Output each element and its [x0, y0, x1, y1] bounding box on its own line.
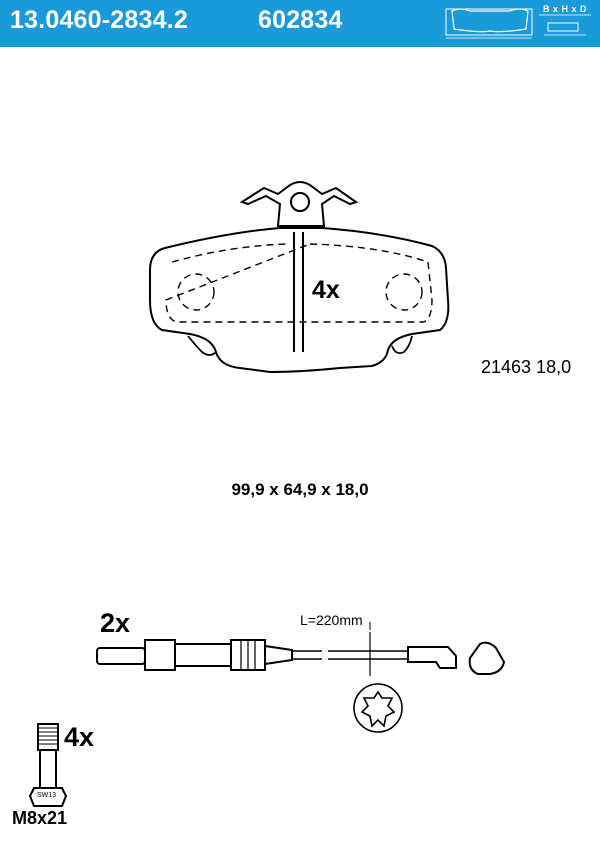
brake-pad-outline	[149, 227, 450, 374]
piston-mark-right	[385, 273, 423, 311]
header-bar: 13.0460-2834.2 602834 B x H x D	[0, 0, 600, 47]
piston-mark-left	[177, 273, 215, 311]
part-number: 13.0460-2834.2	[10, 6, 188, 34]
clip-hole	[290, 192, 310, 212]
bolt-size: M8x21	[12, 808, 68, 828]
wva-number: 21463 18,0	[481, 357, 572, 377]
wear-sensor	[96, 622, 506, 733]
pad-quantity: 4x	[312, 276, 340, 304]
pad-outline-icon	[445, 8, 591, 39]
pad-tab-left	[187, 335, 217, 356]
sensor-quantity: 2x	[100, 608, 131, 638]
dimension-badge: B x H x D	[440, 3, 594, 43]
bolt-quantity: 4x	[64, 722, 95, 752]
reference-number: 602834	[258, 6, 343, 34]
dimension-label: B x H x D	[542, 4, 587, 14]
pad-clip	[239, 181, 359, 227]
bolt-drawing	[28, 723, 68, 807]
pad-tab-right	[391, 335, 413, 355]
pad-dimensions: 99,9 x 64,9 x 18,0	[231, 480, 369, 499]
friction-area	[165, 243, 433, 323]
wrench-size: SW13	[37, 792, 57, 799]
cable-length: L=220mm	[300, 612, 363, 628]
